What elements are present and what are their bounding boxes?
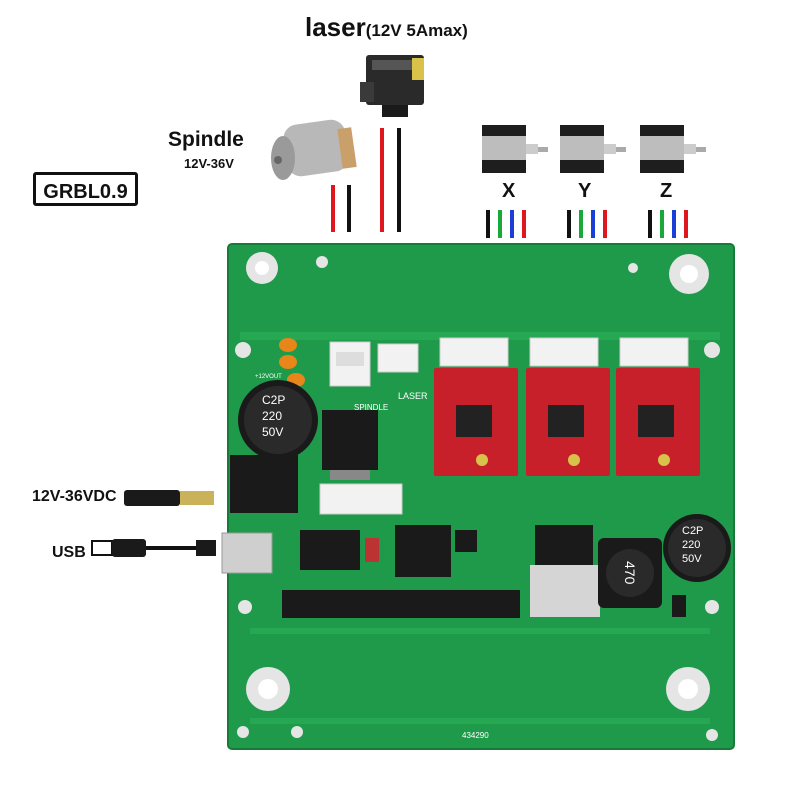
spindle-connector <box>329 341 371 387</box>
capacitor-left: C2P 220 50V <box>238 380 318 460</box>
dc-power-plug-icon <box>124 490 214 506</box>
laser-module-icon <box>360 55 424 117</box>
voltage-regulator <box>322 410 378 480</box>
inductor: 470 <box>598 538 662 608</box>
microcontroller-chip <box>395 525 451 577</box>
heatsink-pad <box>530 565 600 617</box>
small-hole <box>706 729 718 741</box>
small-hole <box>291 726 303 738</box>
stepper-wires-x <box>486 210 526 238</box>
stepper-motor-z-icon <box>640 125 706 173</box>
stepper-driver-x <box>434 368 518 476</box>
axis-z-label: Z <box>660 180 673 202</box>
stepper-wires-z <box>648 210 688 238</box>
cap-right-line2: 220 <box>682 539 700 551</box>
stepper-motor-x-icon <box>482 125 548 173</box>
spindle-motor-icon <box>271 119 357 180</box>
capacitor-right: C2P 220 50V <box>663 514 731 582</box>
usb-serial-chip <box>300 530 360 570</box>
cap-right-line3: 50V <box>682 553 702 565</box>
cap-left-line3: 50V <box>262 425 283 439</box>
stepper-motor-y-icon <box>560 125 626 173</box>
stepper-driver-y <box>526 368 610 476</box>
stepper-connector-x <box>439 337 509 367</box>
small-hole <box>705 600 719 614</box>
small-hole <box>238 600 252 614</box>
spindle-label: Spindle <box>168 128 244 151</box>
small-hole <box>704 342 720 358</box>
pin-header <box>282 590 520 618</box>
mosfet <box>535 525 593 565</box>
stepper-driver-z <box>616 368 700 476</box>
small-hole <box>237 726 249 738</box>
stepper-connector-y <box>529 337 599 367</box>
laser-title: laser(12V 5Amax) <box>305 12 468 43</box>
dc-power-jack <box>230 455 298 513</box>
pcb-board <box>227 243 735 750</box>
grbl-version-badge: GRBL0.9 <box>33 172 138 206</box>
usb-label: USB <box>52 544 86 561</box>
mounting-hole-top-right <box>669 254 709 294</box>
mid-connector <box>319 483 403 515</box>
axis-x-label: X <box>502 180 516 202</box>
laser-connector <box>377 343 419 373</box>
spindle-voltage: 12V-36V <box>184 156 234 171</box>
small-hole <box>316 256 328 268</box>
silk-spindle: SPINDLE <box>354 403 388 412</box>
board-serial: 434290 <box>462 731 489 740</box>
stepper-connector-z <box>619 337 689 367</box>
diode <box>672 595 686 617</box>
cap-left-line1: C2P <box>262 393 285 407</box>
crystal <box>365 538 379 562</box>
power-input-label: 12V-36VDC <box>32 488 117 505</box>
silk-out: +12VOUT <box>255 374 282 380</box>
mounting-hole-top-left <box>246 252 278 284</box>
usb-cable-icon <box>91 539 216 557</box>
small-hole <box>628 263 638 273</box>
small-hole <box>235 342 251 358</box>
cap-right-line1: C2P <box>682 525 703 537</box>
mounting-hole-bottom-left <box>246 667 290 711</box>
usb-port <box>221 532 273 574</box>
silk-laser: LASER <box>398 391 428 401</box>
stepper-wires-y <box>567 210 607 238</box>
cap-left-line2: 220 <box>262 409 282 423</box>
mounting-hole-bottom-right <box>666 667 710 711</box>
inductor-label: 470 <box>622 561 638 585</box>
laser-name: laser <box>305 12 366 42</box>
axis-y-label: Y <box>578 180 592 202</box>
laser-spec: (12V 5Amax) <box>365 21 468 40</box>
